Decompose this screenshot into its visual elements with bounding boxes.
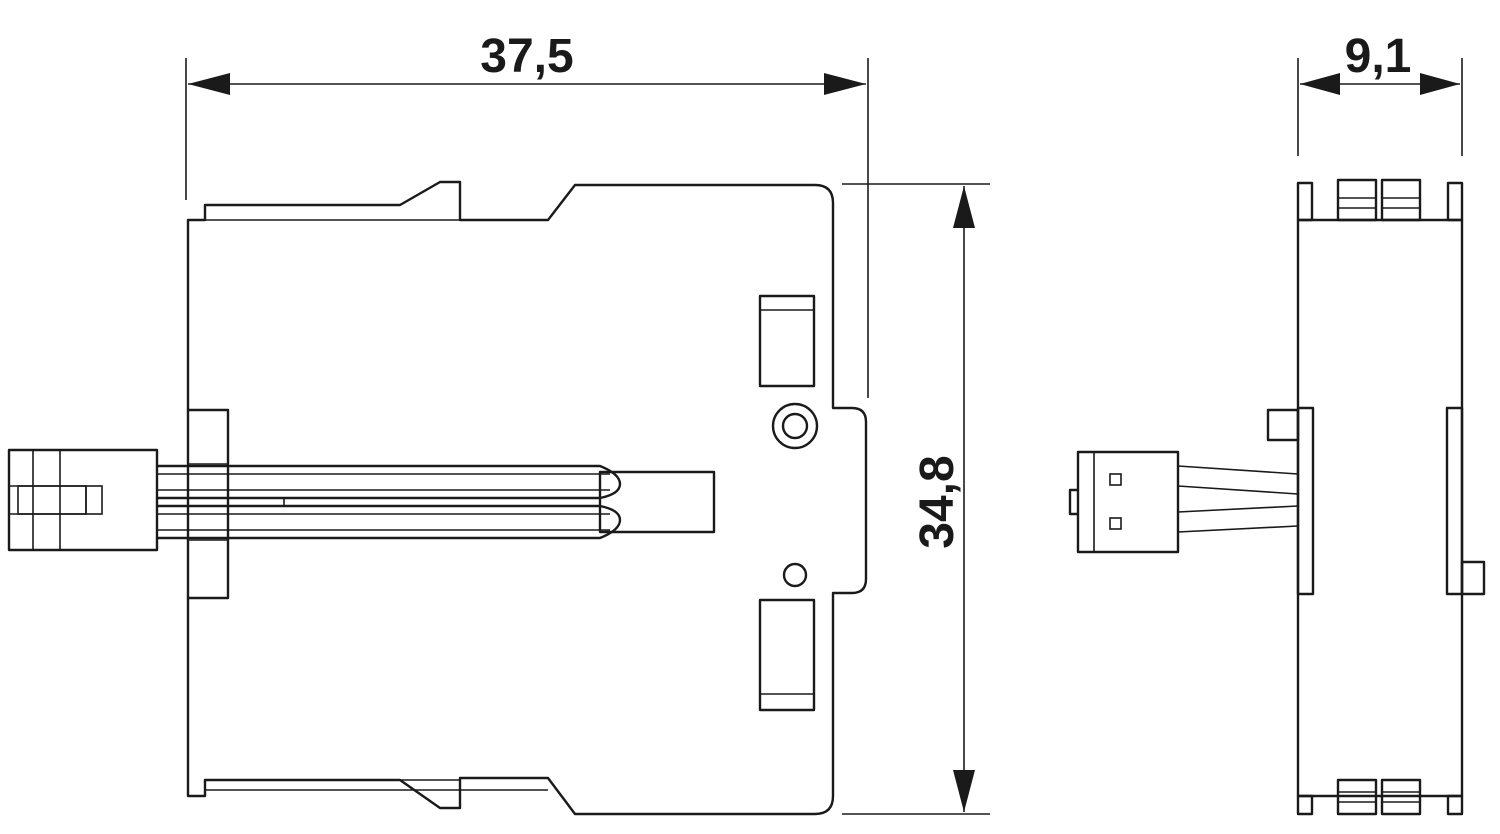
side-left-stub <box>1266 408 1300 442</box>
side-bottom-tabs <box>1296 778 1464 816</box>
side-left-rail <box>1296 406 1315 596</box>
depth-dimension: 9,1 <box>1297 30 1463 156</box>
side-top-tabs <box>1296 178 1464 222</box>
mounting-hole <box>771 402 819 450</box>
side-view: 9,1 <box>1068 30 1486 816</box>
small-hole <box>782 562 808 588</box>
front-view: 37,5 34,8 <box>7 30 990 816</box>
side-body <box>1296 218 1464 798</box>
upper-slot <box>758 294 816 388</box>
side-right-stub <box>1460 560 1486 596</box>
depth-arrow-left <box>1300 73 1340 95</box>
plug-connector <box>7 448 159 552</box>
side-right-rail <box>1445 406 1464 596</box>
height-arrow-bottom <box>953 770 975 812</box>
depth-arrow-right <box>1420 73 1460 95</box>
contact-pin-top <box>1109 473 1122 486</box>
cable-clamp <box>186 408 230 600</box>
ribbon-cable <box>155 464 716 540</box>
depth-label: 9,1 <box>1345 30 1412 83</box>
height-dimension: 34,8 <box>842 183 990 815</box>
width-arrow-right <box>824 73 866 95</box>
width-dimension: 37,5 <box>185 30 869 398</box>
housing-outline <box>186 180 868 816</box>
height-arrow-top <box>953 186 975 228</box>
side-cable-wires <box>1177 465 1299 533</box>
contact-pin-bottom <box>1109 517 1122 530</box>
width-arrow-left <box>188 73 230 95</box>
width-label: 37,5 <box>480 30 573 83</box>
mounting-hole-inner <box>781 412 809 440</box>
side-plug-connector <box>1068 450 1180 554</box>
lower-slot <box>758 598 816 712</box>
height-label: 34,8 <box>911 455 964 548</box>
